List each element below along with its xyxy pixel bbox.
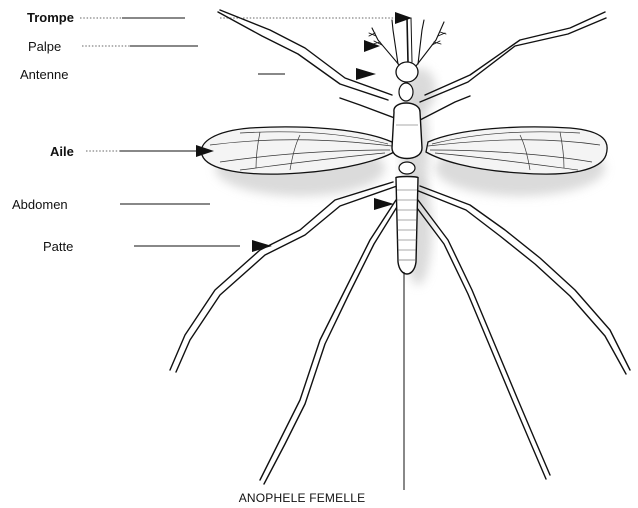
label-patte: Patte (43, 239, 73, 254)
label-aile: Aile (50, 144, 74, 159)
diagram-caption: ANOPHELE FEMELLE (239, 491, 366, 505)
label-trompe: Trompe (27, 10, 74, 25)
label-palpe: Palpe (28, 39, 61, 54)
label-abdomen: Abdomen (12, 197, 68, 212)
label-antenne: Antenne (20, 67, 68, 82)
